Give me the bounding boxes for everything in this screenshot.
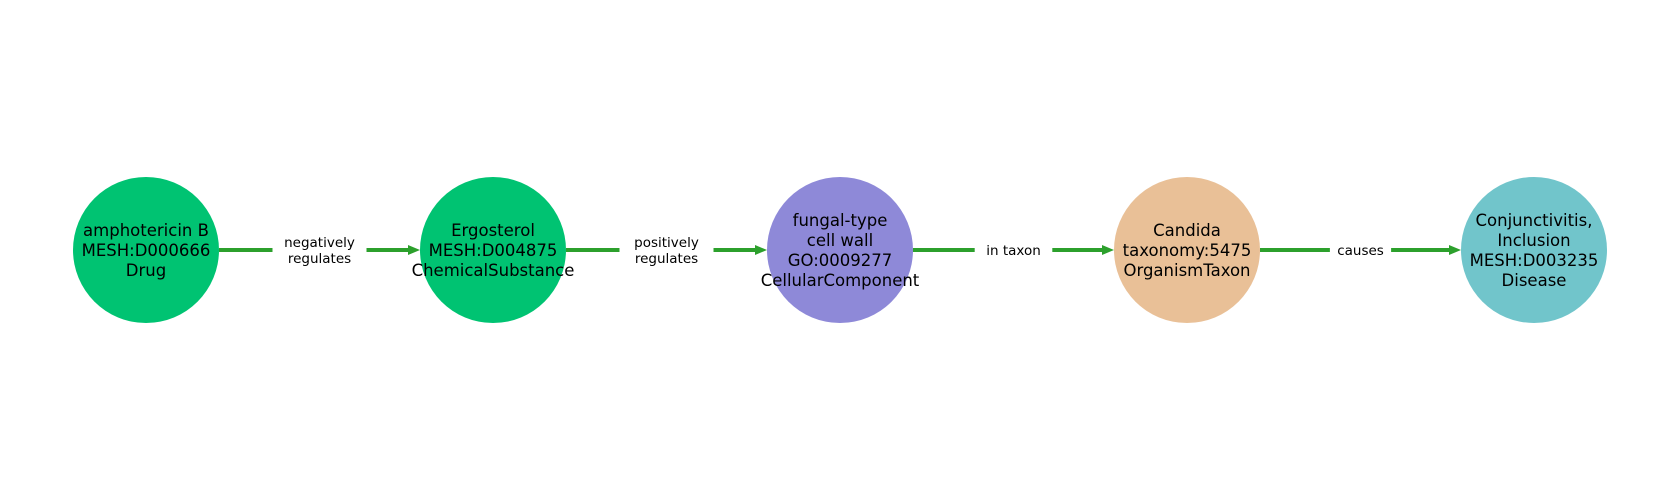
node-label: fungal-type: [793, 211, 888, 230]
edge-label: positively: [634, 235, 699, 251]
arrowhead-icon: [1449, 245, 1461, 255]
node-label: MESH:D003235: [1470, 251, 1599, 270]
node-circle[interactable]: [73, 177, 219, 323]
node-label: ChemicalSubstance: [412, 261, 575, 280]
edge-label-bg: [974, 240, 1053, 260]
node-label: CellularComponent: [761, 271, 920, 290]
node-label: Disease: [1502, 271, 1567, 290]
node-label: amphotericin B: [83, 221, 209, 240]
edge-label-bg: [619, 232, 714, 268]
node-label: Candida: [1153, 221, 1221, 240]
edge: causes: [1260, 240, 1461, 260]
node-label: Drug: [126, 261, 166, 280]
node-label: taxonomy:5475: [1123, 241, 1252, 260]
node-circle[interactable]: [767, 177, 913, 323]
node-label: Conjunctivitis,: [1476, 211, 1593, 230]
node-circle[interactable]: [1461, 177, 1607, 323]
edge-label-bg: [272, 232, 367, 268]
node-label: Ergosterol: [451, 221, 535, 240]
node-label: GO:0009277: [788, 251, 893, 270]
edge-label-bg: [1329, 240, 1392, 260]
node[interactable]: Conjunctivitis,InclusionMESH:D003235Dise…: [1461, 177, 1607, 323]
node-label: Inclusion: [1497, 231, 1570, 250]
node-circle[interactable]: [1114, 177, 1260, 323]
edge-label: regulates: [288, 251, 351, 267]
node-label: MESH:D000666: [82, 241, 211, 260]
node-label: cell wall: [807, 231, 873, 250]
node-circle[interactable]: [420, 177, 566, 323]
edge-label: regulates: [635, 251, 698, 267]
edge-label: in taxon: [986, 243, 1041, 259]
node-label: OrganismTaxon: [1123, 261, 1250, 280]
arrowhead-icon: [408, 245, 420, 255]
edge-label: negatively: [284, 235, 355, 251]
arrowhead-icon: [1102, 245, 1114, 255]
edge-label: causes: [1337, 243, 1384, 259]
node-label: MESH:D004875: [429, 241, 558, 260]
arrowhead-icon: [755, 245, 767, 255]
edge: in taxon: [913, 240, 1114, 260]
